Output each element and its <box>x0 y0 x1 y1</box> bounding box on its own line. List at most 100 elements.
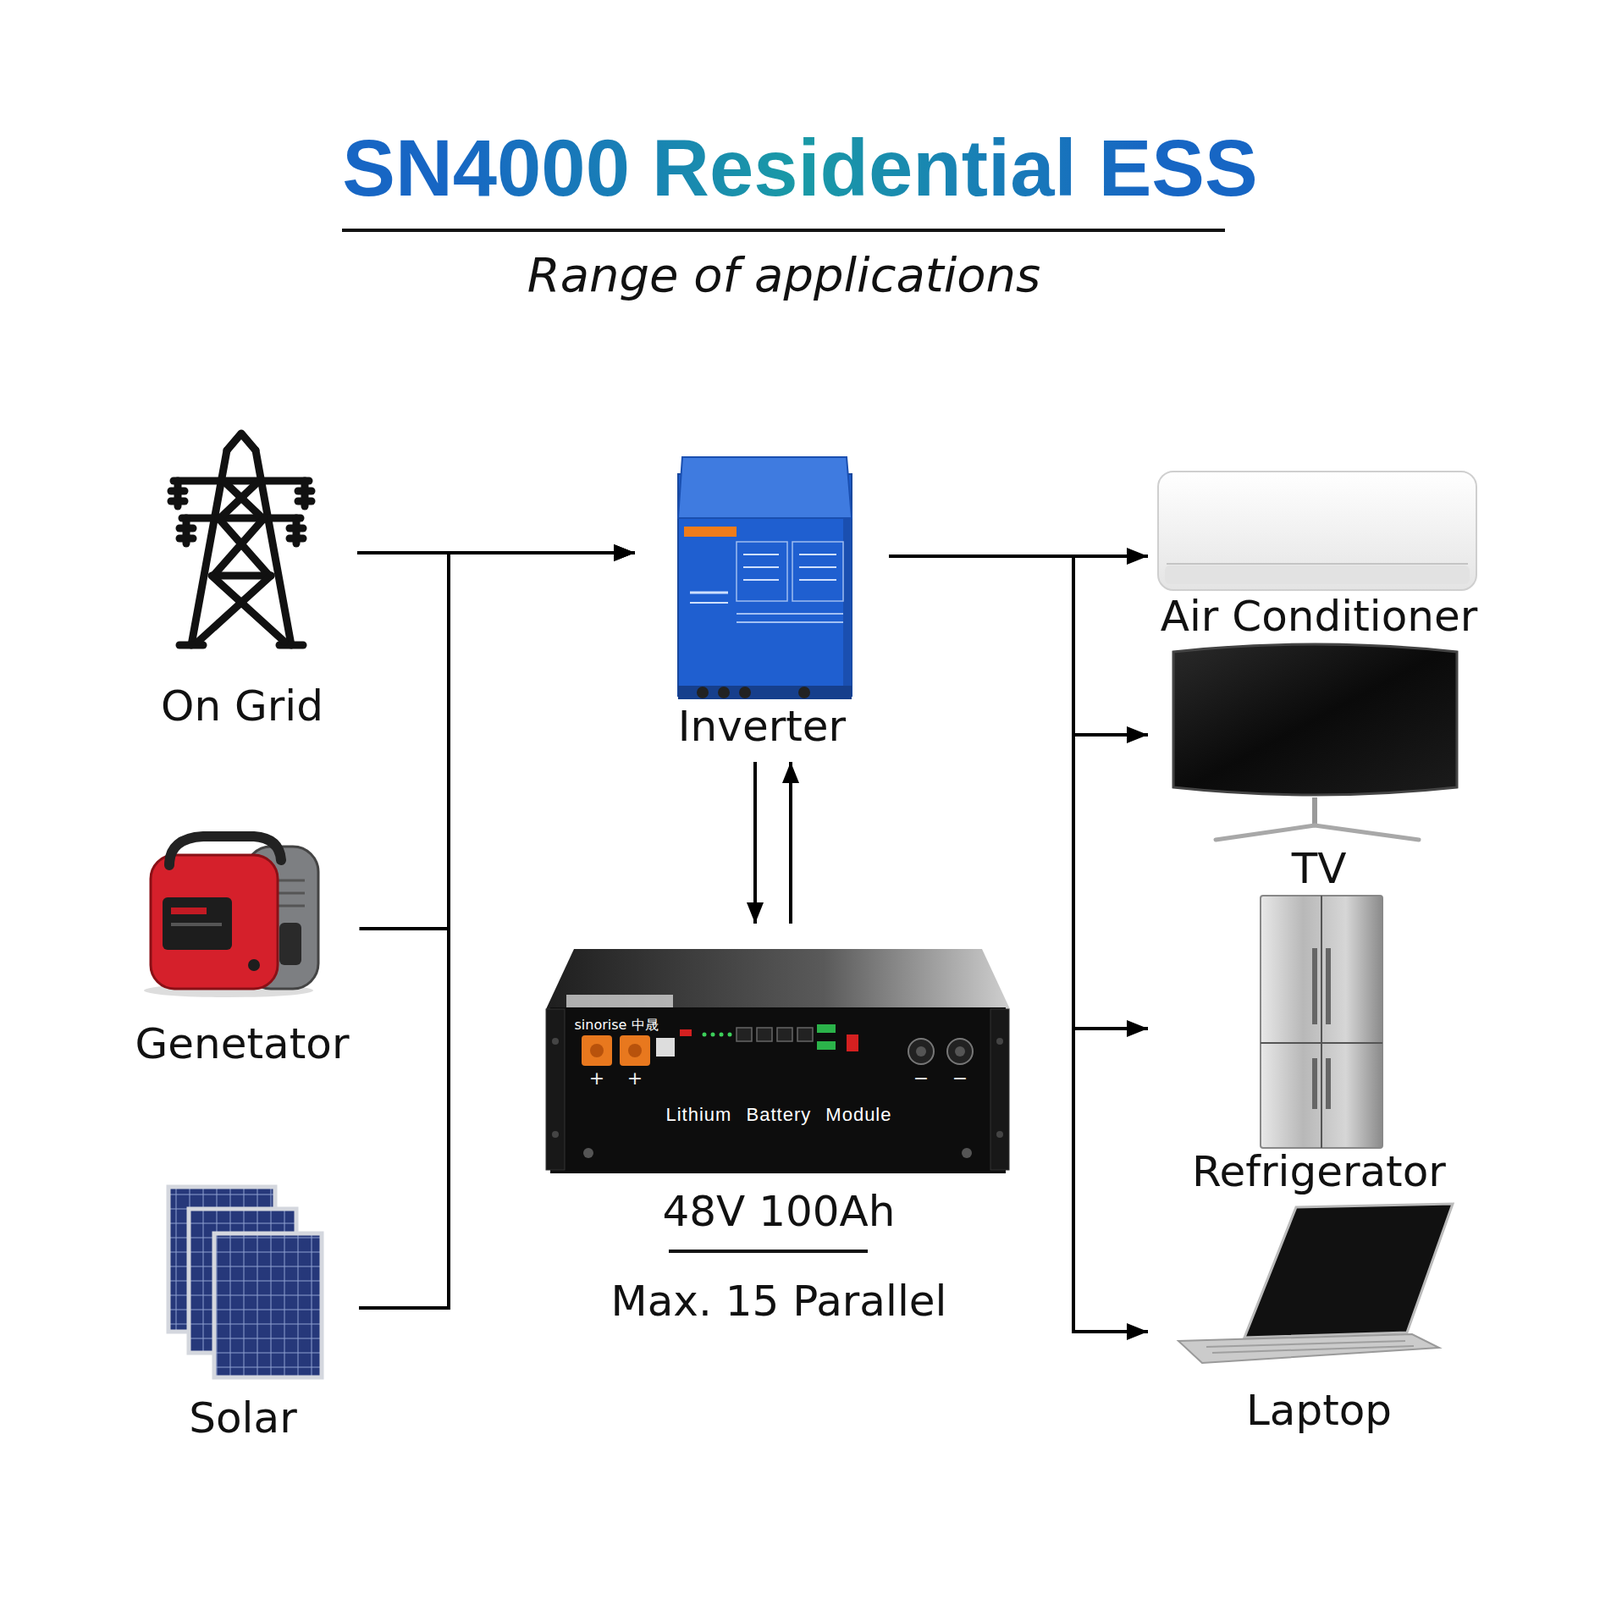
node-label: Max. 15 Parallel <box>611 1275 948 1327</box>
battery-module-illustration <box>590 1043 604 1058</box>
inverter-illustration <box>678 457 852 700</box>
inverter-illustration <box>798 686 811 699</box>
transmission-tower-icon <box>171 497 185 506</box>
battery-module-illustration <box>546 948 1010 1174</box>
node-label: Solar <box>188 1392 297 1444</box>
inverter-illustration <box>843 518 852 696</box>
inverter-illustration <box>739 686 751 699</box>
spec-rule <box>668 1249 868 1253</box>
inverter-illustration <box>743 566 779 569</box>
battery-module-illustration <box>619 1035 651 1066</box>
inverter-illustration <box>684 526 737 537</box>
battery-module-illustration <box>656 1037 675 1057</box>
source-node: Solar <box>126 1176 359 1448</box>
inverter-illustration <box>743 579 779 581</box>
inverter-illustration <box>696 686 709 699</box>
tv-illustration <box>1314 825 1419 840</box>
battery-module-illustration <box>550 1007 1006 1174</box>
node-label: On Grid <box>160 680 324 732</box>
tv-illustration <box>1173 644 1457 795</box>
inverter-node: Inverter <box>634 448 889 762</box>
transmission-tower-icon <box>220 480 260 519</box>
generator-icon <box>162 897 232 950</box>
device-face-text: Lithium Battery Module <box>666 1103 893 1126</box>
refrigerator-illustration <box>1260 895 1383 1148</box>
battery-module-illustration <box>996 1037 1004 1045</box>
tv-illustration <box>1173 644 1457 840</box>
transmission-tower-icon <box>213 572 271 580</box>
battery-module-illustration <box>702 1032 707 1038</box>
inverter-illustration <box>736 621 844 624</box>
transmission-tower-icon <box>211 575 285 642</box>
diagram-title: SN4000 Residential ESS <box>0 121 1600 217</box>
air-conditioner-illustration <box>1164 565 1470 585</box>
battery-module-illustration <box>908 1038 934 1065</box>
generator-icon <box>171 922 222 927</box>
battery-module-illustration <box>947 1038 973 1065</box>
transmission-tower-icon <box>297 487 312 496</box>
battery-module-illustration <box>915 1046 927 1057</box>
inverter-illustration <box>799 566 837 569</box>
battery-module-illustration <box>581 1035 613 1066</box>
generator-icon <box>143 836 319 998</box>
refrigerator-illustration <box>1325 948 1331 1025</box>
source-node: Genetator <box>125 825 360 1073</box>
battery-module-illustration <box>711 1032 716 1038</box>
air-conditioner-illustration <box>1158 471 1477 591</box>
load-node: Refrigerator <box>1147 899 1490 1201</box>
inverter-illustration <box>736 541 788 602</box>
node-label: 48V 100Ah <box>662 1186 895 1237</box>
battery-module-illustration <box>566 994 674 1009</box>
laptop-illustration <box>1178 1334 1440 1363</box>
terminal-polarity: + <box>627 1069 643 1088</box>
transmission-tower-icon <box>289 535 304 543</box>
generator-icon <box>171 907 207 915</box>
battery-module-illustration <box>816 1024 836 1033</box>
generator-icon <box>279 922 302 966</box>
air-conditioner-illustration <box>1158 471 1477 591</box>
transmission-tower-icon <box>198 575 271 642</box>
connector-arrow <box>888 556 1148 735</box>
battery-module-illustration <box>954 1046 966 1057</box>
connector-arrow <box>753 761 757 924</box>
inverter-illustration <box>743 553 779 556</box>
battery-module-illustration <box>679 1029 692 1037</box>
node-label: Inverter <box>678 700 846 752</box>
battery-module-illustration <box>756 1027 773 1042</box>
battery-module-illustration <box>816 1041 836 1050</box>
laptop-illustration <box>1178 1203 1453 1363</box>
terminal-polarity: − <box>913 1069 929 1088</box>
transmission-tower-icon <box>182 514 301 523</box>
inverter-illustration <box>689 591 729 595</box>
battery-module-illustration <box>719 1032 724 1038</box>
connector-arrow <box>358 552 635 929</box>
solar-panel-icon <box>214 1233 322 1378</box>
inverter-illustration <box>736 612 844 615</box>
tv-illustration <box>1215 825 1315 840</box>
load-node: TV <box>1147 645 1490 898</box>
battery-module-illustration <box>777 1027 793 1042</box>
battery-module-illustration <box>736 1027 752 1042</box>
refrigerator-illustration <box>1325 1058 1331 1109</box>
subtitle-text: Range of applications <box>527 246 1041 304</box>
node-label: Air Conditioner <box>1160 590 1478 642</box>
refrigerator-illustration <box>1312 948 1318 1025</box>
connector-arrow <box>888 556 1148 1332</box>
laptop-illustration <box>1206 1340 1406 1347</box>
battery-module-illustration <box>996 1131 1004 1138</box>
refrigerator-illustration <box>1260 1042 1383 1044</box>
inverter-illustration <box>678 685 852 700</box>
battery-module-illustration <box>728 1032 733 1038</box>
transmission-tower-icon <box>226 433 256 451</box>
refrigerator-illustration <box>1320 895 1323 1148</box>
connector-arrow <box>888 556 1148 1029</box>
inverter-illustration <box>799 579 837 581</box>
battery-module-illustration <box>797 1027 813 1042</box>
transmission-tower-icon <box>179 535 194 543</box>
battery-module-illustration <box>628 1043 642 1058</box>
transmission-tower-icon <box>179 524 194 533</box>
load-node: Air Conditioner <box>1147 457 1490 646</box>
battery-node: Lithium Battery Module 48V 100AhMax. 15 P… <box>541 923 1016 1334</box>
inverter-illustration <box>717 686 730 699</box>
